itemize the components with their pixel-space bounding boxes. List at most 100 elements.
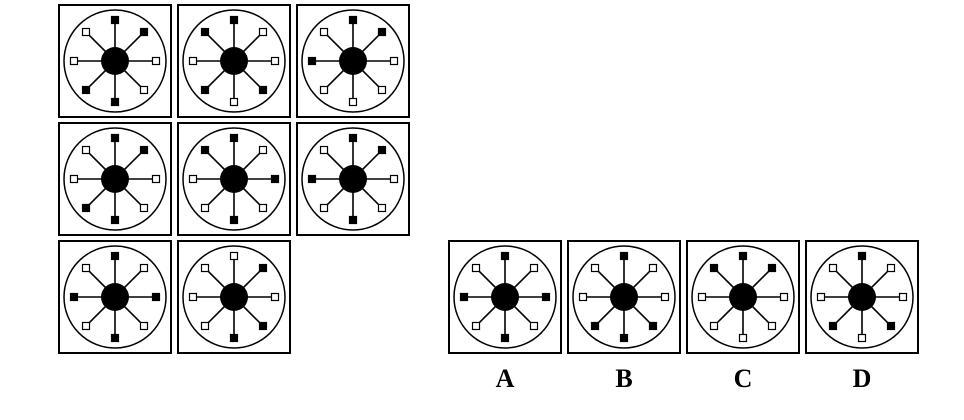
dot-ne-empty <box>258 27 268 37</box>
dot-ne-filled <box>139 145 149 155</box>
dot-ne-empty <box>529 263 539 273</box>
dot-nw-filled <box>709 263 719 273</box>
option-c-label: C <box>733 364 753 393</box>
dot-s-empty <box>857 333 867 343</box>
dot-e-empty <box>270 292 280 302</box>
outer-ring <box>182 127 286 231</box>
center-hub <box>101 283 129 311</box>
dot-n-filled <box>348 15 358 25</box>
center-hub <box>101 47 129 75</box>
dot-n-empty <box>229 251 239 261</box>
wheel-figure <box>182 127 286 231</box>
center-hub <box>729 283 757 311</box>
dot-sw-empty <box>319 85 329 95</box>
dot-s-filled <box>348 215 358 225</box>
wheel-figure <box>182 245 286 349</box>
outer-ring <box>63 127 167 231</box>
dot-n-filled <box>110 251 120 261</box>
dot-s-filled <box>110 333 120 343</box>
dot-n-filled <box>110 15 120 25</box>
outer-ring <box>301 9 405 113</box>
dot-n-filled <box>348 133 358 143</box>
dot-se-filled <box>258 85 268 95</box>
puzzle-cell-r3c1 <box>58 240 172 354</box>
dot-e-filled <box>541 292 551 302</box>
option-d-label: D <box>852 364 872 393</box>
dot-s-filled <box>619 333 629 343</box>
dot-se-empty <box>139 321 149 331</box>
dot-s-empty <box>738 333 748 343</box>
dot-sw-empty <box>81 321 91 331</box>
dot-sw-filled <box>81 203 91 213</box>
wheel-figure <box>301 127 405 231</box>
option-b[interactable] <box>567 240 681 354</box>
dot-se-empty <box>767 321 777 331</box>
dot-se-empty <box>377 203 387 213</box>
dot-nw-empty <box>590 263 600 273</box>
dot-sw-empty <box>471 321 481 331</box>
center-hub <box>220 165 248 193</box>
dot-e-empty <box>389 174 399 184</box>
dot-ne-empty <box>648 263 658 273</box>
wheel-figure <box>453 245 557 349</box>
dot-s-empty <box>348 97 358 107</box>
dot-sw-empty <box>200 203 210 213</box>
puzzle-cell-r2c1 <box>58 122 172 236</box>
option-a-label: A <box>495 364 515 393</box>
dot-w-empty <box>188 56 198 66</box>
dot-ne-filled <box>377 145 387 155</box>
center-hub <box>339 47 367 75</box>
wheel-figure <box>810 245 914 349</box>
dot-sw-filled <box>81 85 91 95</box>
dot-n-filled <box>229 15 239 25</box>
dot-w-filled <box>459 292 469 302</box>
dot-e-empty <box>151 56 161 66</box>
dot-ne-filled <box>139 27 149 37</box>
wheel-figure <box>63 9 167 113</box>
dot-nw-empty <box>828 263 838 273</box>
dot-e-empty <box>779 292 789 302</box>
dot-ne-empty <box>258 145 268 155</box>
outer-ring <box>182 9 286 113</box>
dot-ne-filled <box>377 27 387 37</box>
dot-w-empty <box>697 292 707 302</box>
center-hub <box>610 283 638 311</box>
dot-ne-filled <box>258 263 268 273</box>
dot-nw-filled <box>200 27 210 37</box>
wheel-figure <box>63 245 167 349</box>
dot-w-empty <box>69 174 79 184</box>
dot-nw-filled <box>200 145 210 155</box>
dot-nw-empty <box>81 27 91 37</box>
puzzle-cell-r3c2 <box>177 240 291 354</box>
dot-n-filled <box>857 251 867 261</box>
outer-ring <box>810 245 914 349</box>
dot-n-filled <box>619 251 629 261</box>
option-d[interactable] <box>805 240 919 354</box>
dot-ne-empty <box>139 263 149 273</box>
dot-se-filled <box>258 321 268 331</box>
dot-e-empty <box>660 292 670 302</box>
wheel-figure <box>301 9 405 113</box>
center-hub <box>220 47 248 75</box>
center-hub <box>848 283 876 311</box>
dot-ne-empty <box>886 263 896 273</box>
dot-e-empty <box>389 56 399 66</box>
dot-sw-empty <box>200 321 210 331</box>
dot-nw-empty <box>81 145 91 155</box>
outer-ring <box>63 9 167 113</box>
puzzle-cell-r1c1 <box>58 4 172 118</box>
dot-nw-empty <box>200 263 210 273</box>
option-a[interactable] <box>448 240 562 354</box>
center-hub <box>220 283 248 311</box>
dot-w-empty <box>188 292 198 302</box>
dot-e-empty <box>151 174 161 184</box>
option-c[interactable] <box>686 240 800 354</box>
dot-e-empty <box>898 292 908 302</box>
dot-se-empty <box>258 203 268 213</box>
dot-n-filled <box>500 251 510 261</box>
center-hub <box>339 165 367 193</box>
outer-ring <box>691 245 795 349</box>
dot-se-empty <box>377 85 387 95</box>
dot-nw-empty <box>319 27 329 37</box>
dot-se-filled <box>886 321 896 331</box>
